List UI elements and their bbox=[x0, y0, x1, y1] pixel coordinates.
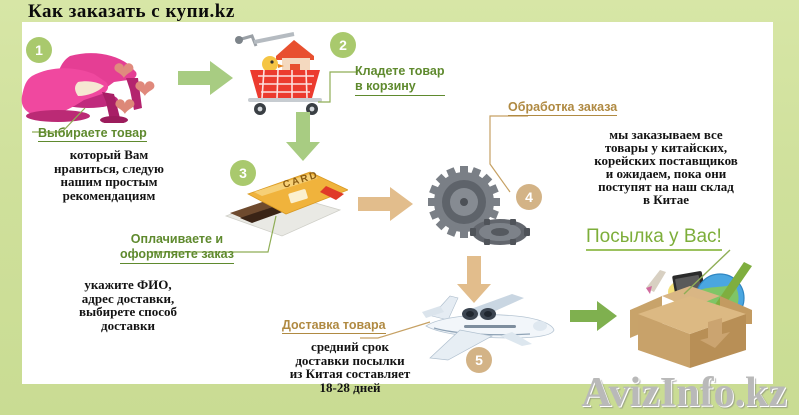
heart-icon: ❤ bbox=[134, 74, 156, 104]
step-number-3: 3 bbox=[230, 160, 256, 186]
arrow-shoes-to-cart bbox=[178, 61, 233, 95]
result-headline-text: Посылка у Вас! bbox=[586, 226, 722, 251]
connector-line-step1 bbox=[32, 107, 86, 133]
step-body-1: который Вам нравиться, следую нашим прос… bbox=[54, 147, 164, 203]
step-caption-4: Обработка заказа bbox=[508, 100, 618, 116]
result-headline: Посылка у Вас! bbox=[586, 226, 722, 251]
shopping-cart-icon bbox=[235, 32, 322, 115]
step-caption-5-text: Доставка товара bbox=[282, 318, 386, 334]
step-body-5: средний срок доставки посылки из Китая с… bbox=[289, 339, 411, 395]
arrow-plane-to-box bbox=[570, 301, 617, 331]
heart-icon: ❤ bbox=[114, 92, 136, 122]
connector-line-step4 bbox=[489, 115, 528, 193]
gears-icon bbox=[428, 166, 530, 245]
step-caption-1: Выбираете товар bbox=[38, 126, 147, 142]
connector-line-step3 bbox=[150, 215, 277, 253]
watermark: AvizInfo.kz bbox=[581, 370, 787, 415]
connector-line-step5 bbox=[360, 321, 431, 339]
heart-icon: ❤ bbox=[113, 56, 135, 86]
step-caption-2: Кладете товар в корзину bbox=[355, 64, 445, 96]
arrow-gears-to-plane bbox=[457, 256, 491, 303]
step-body-4: мы заказываем все товары у китайских, ко… bbox=[594, 127, 738, 207]
step-caption-2-text: Кладете товар в корзину bbox=[355, 64, 445, 96]
page-title: Как заказать с купи.kz bbox=[28, 1, 235, 22]
arrow-cart-to-card bbox=[286, 112, 320, 161]
open-parcel-box-icon bbox=[630, 262, 752, 368]
arrow-card-to-gears bbox=[358, 187, 413, 221]
airplane-icon bbox=[422, 294, 555, 361]
step-caption-3: Оплачиваете и оформляете заказ bbox=[120, 232, 234, 264]
step-number-2: 2 bbox=[330, 32, 356, 58]
step-number-1: 1 bbox=[26, 37, 52, 63]
step-caption-5: Доставка товара bbox=[282, 318, 386, 334]
connector-line-step2 bbox=[318, 71, 358, 103]
connector-line-result bbox=[683, 249, 731, 295]
step-number-5: 5 bbox=[466, 347, 492, 373]
step-caption-1-text: Выбираете товар bbox=[38, 126, 147, 142]
step-caption-4-text: Обработка заказа bbox=[508, 100, 618, 116]
step-caption-3-text: Оплачиваете и оформляете заказ bbox=[120, 232, 234, 264]
step-number-4: 4 bbox=[516, 184, 542, 210]
step-body-3: укажите ФИО, адрес доставки, выбирете сп… bbox=[78, 277, 178, 333]
credit-card-icon: CARD bbox=[224, 170, 348, 237]
